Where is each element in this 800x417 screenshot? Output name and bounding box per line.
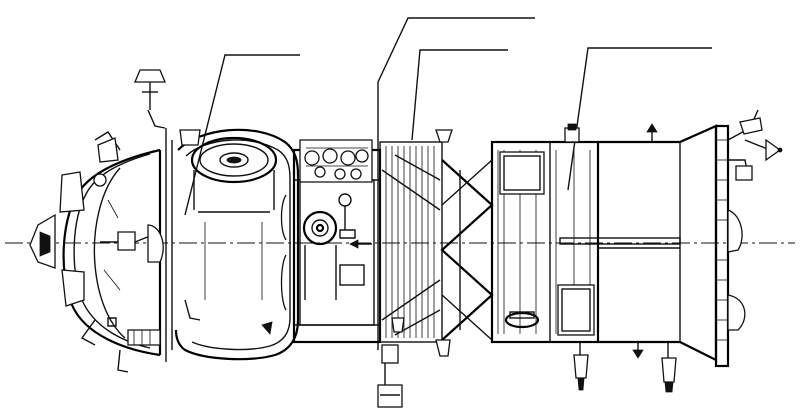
instrument-module [280,139,403,408]
orbital-module [174,128,300,361]
equipment-bay [490,123,600,391]
service-section [559,109,783,393]
truss-section [379,129,494,357]
leader-line-3 [411,49,508,141]
leader-line-2 [377,17,535,350]
descent-module [29,69,173,373]
leader-line-1 [184,54,300,216]
